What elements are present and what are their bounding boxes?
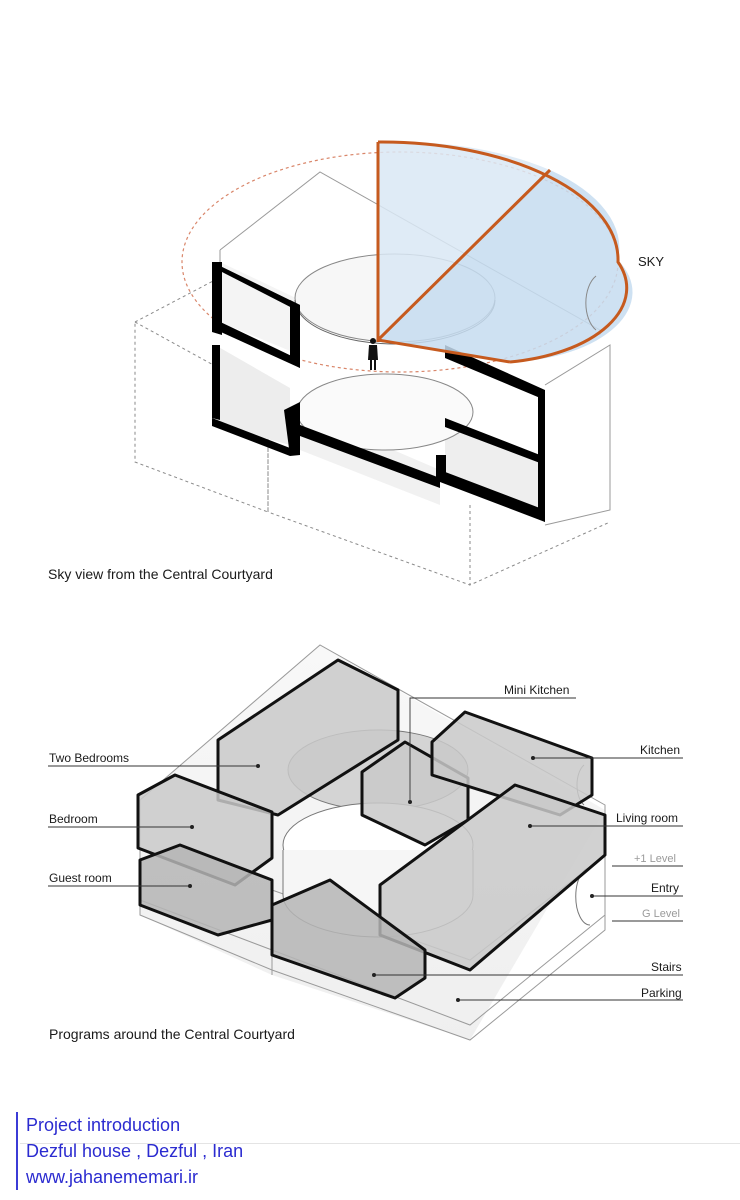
sky-wedge-upper [378,141,550,340]
label-parking: Parking [641,986,682,1000]
credit-block: Project introduction Dezful house , Dezf… [16,1112,243,1190]
sky-wedge-lower [378,170,633,362]
label-plus1-level: +1 Level [634,853,676,865]
label-mini-kitchen: Mini Kitchen [504,683,569,697]
leader-lines [48,697,683,1002]
sky-label: SKY [638,254,664,269]
label-stairs: Stairs [651,960,682,974]
label-kitchen: Kitchen [640,743,680,757]
human-figure-icon [368,338,378,370]
label-entry: Entry [651,881,679,895]
label-g-level: G Level [642,908,680,920]
label-living-room: Living room [616,811,678,825]
sky-view-diagram: SKY Sky view from the Central Courtyard [48,140,664,586]
label-two-bedrooms: Two Bedrooms [49,751,129,765]
divider-line [20,1143,740,1144]
credit-line-2: Dezful house , Dezful , Iran [26,1141,244,1161]
credit-website-link[interactable]: www.jahanememari.ir [26,1167,199,1187]
stairs-room [270,878,427,1000]
label-bedroom: Bedroom [49,812,98,826]
bottom-caption: Programs around the Central Courtyard [49,1026,295,1042]
programs-diagram: Two Bedrooms Bedroom Guest room Mini Kit… [48,644,683,1042]
kitchen-room [430,710,594,817]
top-caption: Sky view from the Central Courtyard [48,566,273,582]
credit-line-1: Project introduction [26,1115,181,1135]
label-guest-room: Guest room [49,871,112,885]
